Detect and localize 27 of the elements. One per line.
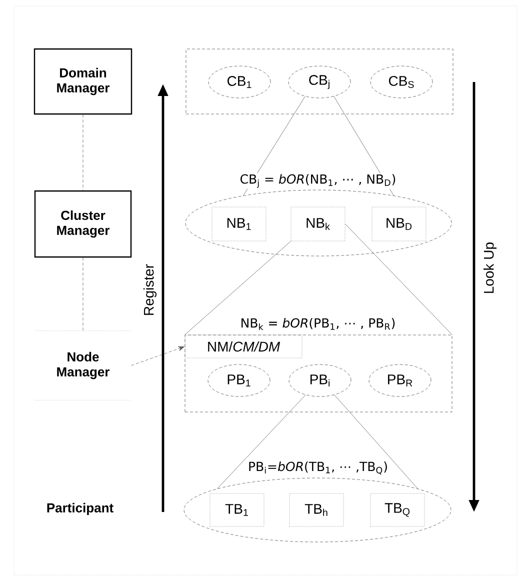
manager-box: Domain Manager — [34, 48, 132, 115]
zoom-line — [217, 394, 306, 489]
block-box: NB$_{D}$ — [372, 206, 426, 242]
tab-box: NM/CM/DM — [184, 334, 302, 358]
formula-label: CB$_{j}$ = bOR(NB$_{1}$, ⋯ , NB$_{D}$) — [238, 173, 398, 189]
participant-label: Participant — [47, 502, 114, 516]
formula-label: PB$_{i}$=bOR(TB$_{1}$, ⋯ ,TB$_{Q}$) — [247, 460, 389, 476]
manager-label: Node Manager — [34, 330, 132, 400]
block-ellipse — [185, 190, 452, 256]
block-ellipse — [184, 478, 452, 542]
block-box: TB$_{1}$ — [210, 493, 264, 527]
zoom-line — [345, 224, 452, 335]
manager-box: Cluster Manager — [34, 190, 132, 258]
formula-label: NB$_{k}$ = bOR(PB$_{1}$, ⋯ , PB$_{R}$) — [239, 317, 397, 331]
container-box — [186, 48, 454, 114]
block-box: TB$_{Q}$ — [370, 493, 425, 527]
block-box: TB$_{h}$ — [289, 493, 344, 527]
container-box — [184, 334, 452, 412]
block-box: NB$_{1}$ — [212, 206, 266, 242]
connector-line — [131, 346, 184, 366]
block-box: NB$_{k}$ — [290, 206, 346, 242]
zoom-line — [334, 394, 418, 489]
connector-line — [82, 114, 84, 191]
zoom-line — [184, 241, 291, 335]
arrow-label: Register — [142, 262, 158, 318]
connector-line — [82, 257, 84, 331]
arrow-label: Look Up — [482, 240, 498, 296]
